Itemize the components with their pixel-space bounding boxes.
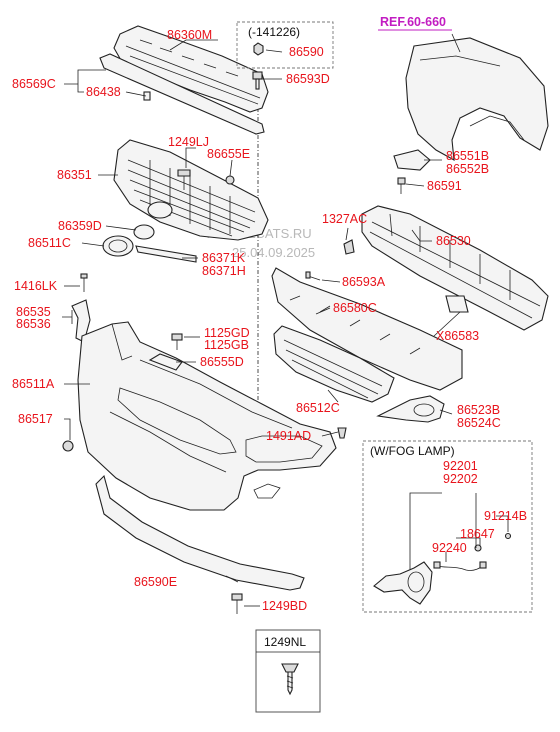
watermark-date: 25.04.09.2025 — [232, 245, 315, 260]
bracket-1327AC — [343, 239, 355, 255]
label-86512C: 86512C — [296, 401, 340, 415]
emblem-86511C — [102, 235, 134, 257]
lower-grille-86512C — [273, 325, 395, 403]
label-86552B: 86552B — [446, 162, 489, 176]
label-86523B: 86523B — [457, 403, 500, 417]
label-1327AC: 1327AC — [322, 212, 367, 226]
clip-1491AD — [337, 427, 347, 439]
nut-86590 — [253, 42, 264, 56]
screw-1249NL-icon — [281, 663, 299, 696]
label-1125GD: 1125GD — [204, 326, 250, 340]
label-ref: REF.60-660 — [380, 15, 446, 29]
lip-spoiler-86590E — [95, 474, 305, 591]
label-86517: 86517 — [18, 412, 53, 426]
emblem-plate-86359D — [133, 224, 155, 240]
clip-86655E — [225, 175, 235, 185]
bolt-1416LK — [80, 273, 88, 292]
label-X86583: X86583 — [436, 329, 479, 343]
label-86511A: 86511A — [12, 377, 55, 391]
clip-86593A — [305, 271, 321, 281]
label-date-range: (-141226) — [248, 25, 300, 39]
label-86371H: 86371H — [202, 264, 246, 278]
label-86551B: 86551B — [446, 149, 489, 163]
fog-cover-86523B — [376, 395, 445, 423]
bumper-cover-86511A — [77, 321, 337, 511]
screw-86591 — [397, 177, 406, 194]
label-91214B: 91214B — [484, 509, 527, 523]
label-86535: 86535 — [16, 305, 51, 319]
label-18647: 18647 — [460, 527, 495, 541]
plug-86517 — [62, 440, 74, 452]
label-fog-lamp-title: (W/FOG LAMP) — [370, 444, 455, 458]
label-plate-X86583 — [445, 295, 469, 313]
label-86524C: 86524C — [457, 416, 501, 430]
label-92202: 92202 — [443, 472, 478, 486]
label-86590: 86590 — [289, 45, 324, 59]
label-86593D: 86593D — [286, 72, 330, 86]
label-92201: 92201 — [443, 459, 478, 473]
label-86530: 86530 — [436, 234, 471, 248]
label-1249LJ: 1249LJ — [168, 135, 209, 149]
label-86655E: 86655E — [207, 147, 250, 161]
label-92240: 92240 — [432, 541, 467, 555]
label-86580C: 86580C — [333, 301, 377, 315]
label-86351: 86351 — [57, 168, 92, 182]
bulb-18647 — [474, 544, 482, 552]
fender-ref — [405, 37, 549, 161]
label-86359D: 86359D — [58, 219, 102, 233]
seal-strip-86569C — [99, 53, 265, 135]
labels: 86360M (-141226) 86590 86569C 86593D 864… — [12, 15, 527, 649]
bracket-86551B — [393, 149, 431, 171]
bumper-beam-86530 — [361, 205, 549, 331]
label-1416LK: 1416LK — [14, 279, 58, 293]
label-86371K: 86371K — [202, 251, 246, 265]
label-86555D: 86555D — [200, 355, 244, 369]
label-1125GB: 1125GB — [204, 338, 249, 352]
label-86511C: 86511C — [28, 236, 71, 250]
absorber-86580C — [271, 267, 463, 391]
label-86569C: 86569C — [12, 77, 56, 91]
screw-1249BD — [231, 593, 243, 614]
label-86536: 86536 — [16, 317, 51, 331]
label-1249BD: 1249BD — [262, 599, 307, 613]
radiator-grille-86351 — [113, 139, 269, 241]
label-86591: 86591 — [427, 179, 462, 193]
screw-1249LJ — [177, 169, 191, 190]
leader-lines — [62, 33, 509, 607]
screw-1125GD — [171, 333, 183, 350]
label-86590E: 86590E — [134, 575, 177, 589]
date-range-box — [236, 21, 334, 69]
label-1491AD: 1491AD — [266, 429, 311, 443]
bolt-86593D — [252, 71, 263, 90]
label-86360M: 86360M — [167, 28, 212, 42]
label-86593A: 86593A — [342, 275, 386, 289]
screw-91214B — [504, 532, 512, 540]
label-86438: 86438 — [86, 85, 121, 99]
wiring-92240 — [433, 561, 487, 571]
fog-lamp-92201 — [373, 561, 433, 605]
moulding-86371K — [135, 245, 197, 263]
label-1249NL: 1249NL — [264, 635, 306, 649]
